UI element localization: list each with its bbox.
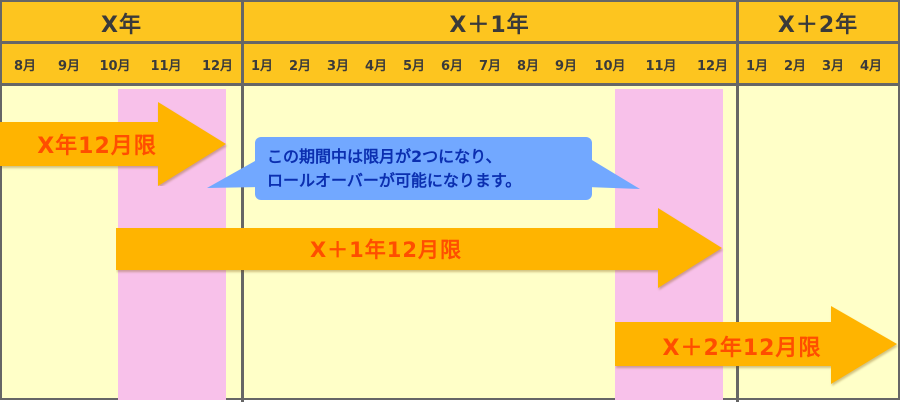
month-label: 9月 xyxy=(554,58,578,74)
year-divider xyxy=(736,2,739,402)
arrow-x-dec-contract xyxy=(0,102,226,186)
callout-line-2: ロールオーバーが可能になります。 xyxy=(267,171,522,190)
year-x: X年 xyxy=(101,13,142,38)
month-label: 9月 xyxy=(57,58,81,74)
month-label: 5月 xyxy=(402,58,426,74)
callout-line-1: この期間中は限月が2つになり、 xyxy=(267,147,502,166)
arrow-label-x2: X＋2年12月限 xyxy=(662,336,822,361)
arrow-label-x1: X＋1年12月限 xyxy=(309,238,463,262)
month-label: 3月 xyxy=(326,58,350,74)
arrow-x1-dec-contract xyxy=(116,208,722,288)
month-label: 3月 xyxy=(821,58,845,74)
month-label: 4月 xyxy=(364,58,388,74)
year-divider xyxy=(241,2,244,402)
month-header-row: 8月 9月 10月 11月 12月 1月 2月 3月 4月 5月 6月 7月 8月 9月 10月 11月 12月… xyxy=(2,44,898,86)
month-label: 6月 xyxy=(440,58,464,74)
month-label: 11月 xyxy=(150,58,182,74)
month-label: 10月 xyxy=(99,58,131,74)
month-label: 11月 xyxy=(645,58,677,74)
month-label: 1月 xyxy=(745,58,769,74)
callout-tails xyxy=(207,157,640,189)
month-label: 7月 xyxy=(478,58,502,74)
year-x-plus-1: X＋1年 xyxy=(449,13,530,38)
rollover-callout: この期間中は限月が2つになり、 ロールオーバーが可能になります。 xyxy=(255,137,592,200)
month-label: 8月 xyxy=(516,58,540,74)
month-label: 1月 xyxy=(250,58,274,74)
month-label: 4月 xyxy=(859,58,883,74)
year-x-plus-2: X＋2年 xyxy=(777,13,859,38)
month-label: 2月 xyxy=(288,58,312,74)
arrow-label-x: X年12月限 xyxy=(37,134,157,159)
arrow-x2-dec-contract xyxy=(615,306,897,384)
month-label: 12月 xyxy=(201,58,234,74)
month-label: 2月 xyxy=(783,58,807,74)
month-label: 8月 xyxy=(13,58,37,74)
month-label: 12月 xyxy=(696,58,729,74)
year-header-row: X年 X＋1年 X＋2年 xyxy=(2,2,898,44)
month-label: 10月 xyxy=(594,58,626,74)
